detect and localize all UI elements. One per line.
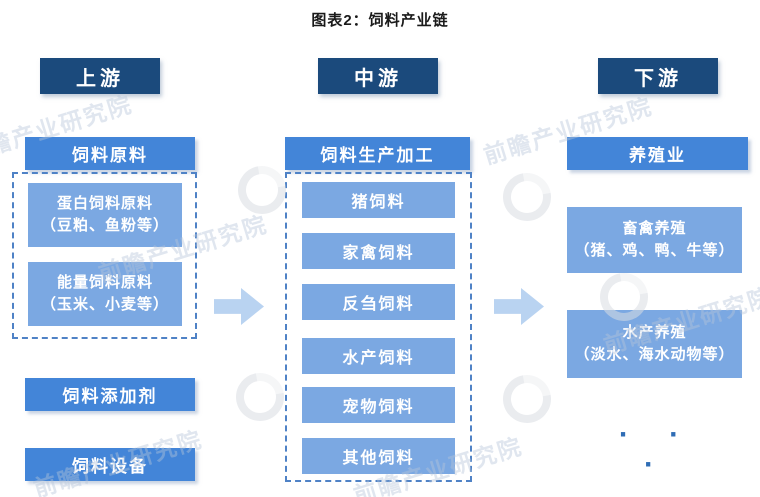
section-bar-feed-equipment: 饲料设备 [25, 448, 195, 481]
midstream-item-pet-feed: 宠物饲料 [302, 387, 455, 423]
item-label-line2: （淡水、海水动物等） [574, 346, 735, 363]
column-header-downstream: 下游 [598, 58, 718, 94]
column-header-midstream: 中游 [318, 58, 438, 94]
midstream-item-ruminant-feed: 反刍饲料 [302, 284, 455, 320]
midstream-item-aquatic-feed: 水产饲料 [302, 338, 455, 374]
item-label-line1: 蛋白饲料原料 [56, 194, 153, 212]
watermark-logo-icon [226, 363, 294, 431]
midstream-item-pig-feed: 猪饲料 [302, 182, 455, 218]
item-label-line2: （玉米、小麦等） [40, 296, 169, 313]
item-label-line2: （猪、鸡、鸭、牛等） [574, 242, 735, 259]
downstream-item-aquaculture: 水产养殖 （淡水、海水动物等） [567, 310, 742, 378]
upstream-group-border [12, 172, 197, 339]
section-bar-feed-production: 饲料生产加工 [285, 137, 470, 170]
flow-arrow-midstream-to-downstream-icon [494, 288, 544, 325]
flow-arrow-upstream-to-midstream-icon [214, 288, 264, 325]
item-label-line1: 能量饲料原料 [56, 273, 153, 291]
upstream-item-protein-feed: 蛋白饲料原料 （豆粕、鱼粉等） [28, 183, 182, 247]
item-label-line1: 水产养殖 [622, 323, 687, 341]
midstream-item-poultry-feed: 家禽饲料 [302, 233, 455, 269]
upstream-item-energy-feed: 能量饲料原料 （玉米、小麦等） [28, 262, 182, 326]
column-header-upstream: 上游 [40, 58, 160, 94]
ellipsis-dots: · · · [618, 418, 696, 481]
midstream-group-border [285, 172, 472, 482]
chart-title: 图表2：饲料产业链 [311, 12, 449, 29]
downstream-item-livestock-poultry: 畜禽养殖 （猪、鸡、鸭、牛等） [567, 207, 742, 273]
section-bar-feed-additives: 饲料添加剂 [25, 378, 195, 411]
section-bar-breeding-industry: 养殖业 [567, 137, 748, 170]
item-label-line1: 畜禽养殖 [622, 219, 687, 237]
midstream-item-other-feed: 其他饲料 [302, 438, 455, 474]
item-label-line2: （豆粕、鱼粉等） [40, 217, 169, 234]
watermark-logo-icon [493, 365, 561, 433]
watermark-logo-icon [493, 163, 561, 231]
section-bar-feed-raw-materials: 饲料原料 [25, 137, 195, 170]
